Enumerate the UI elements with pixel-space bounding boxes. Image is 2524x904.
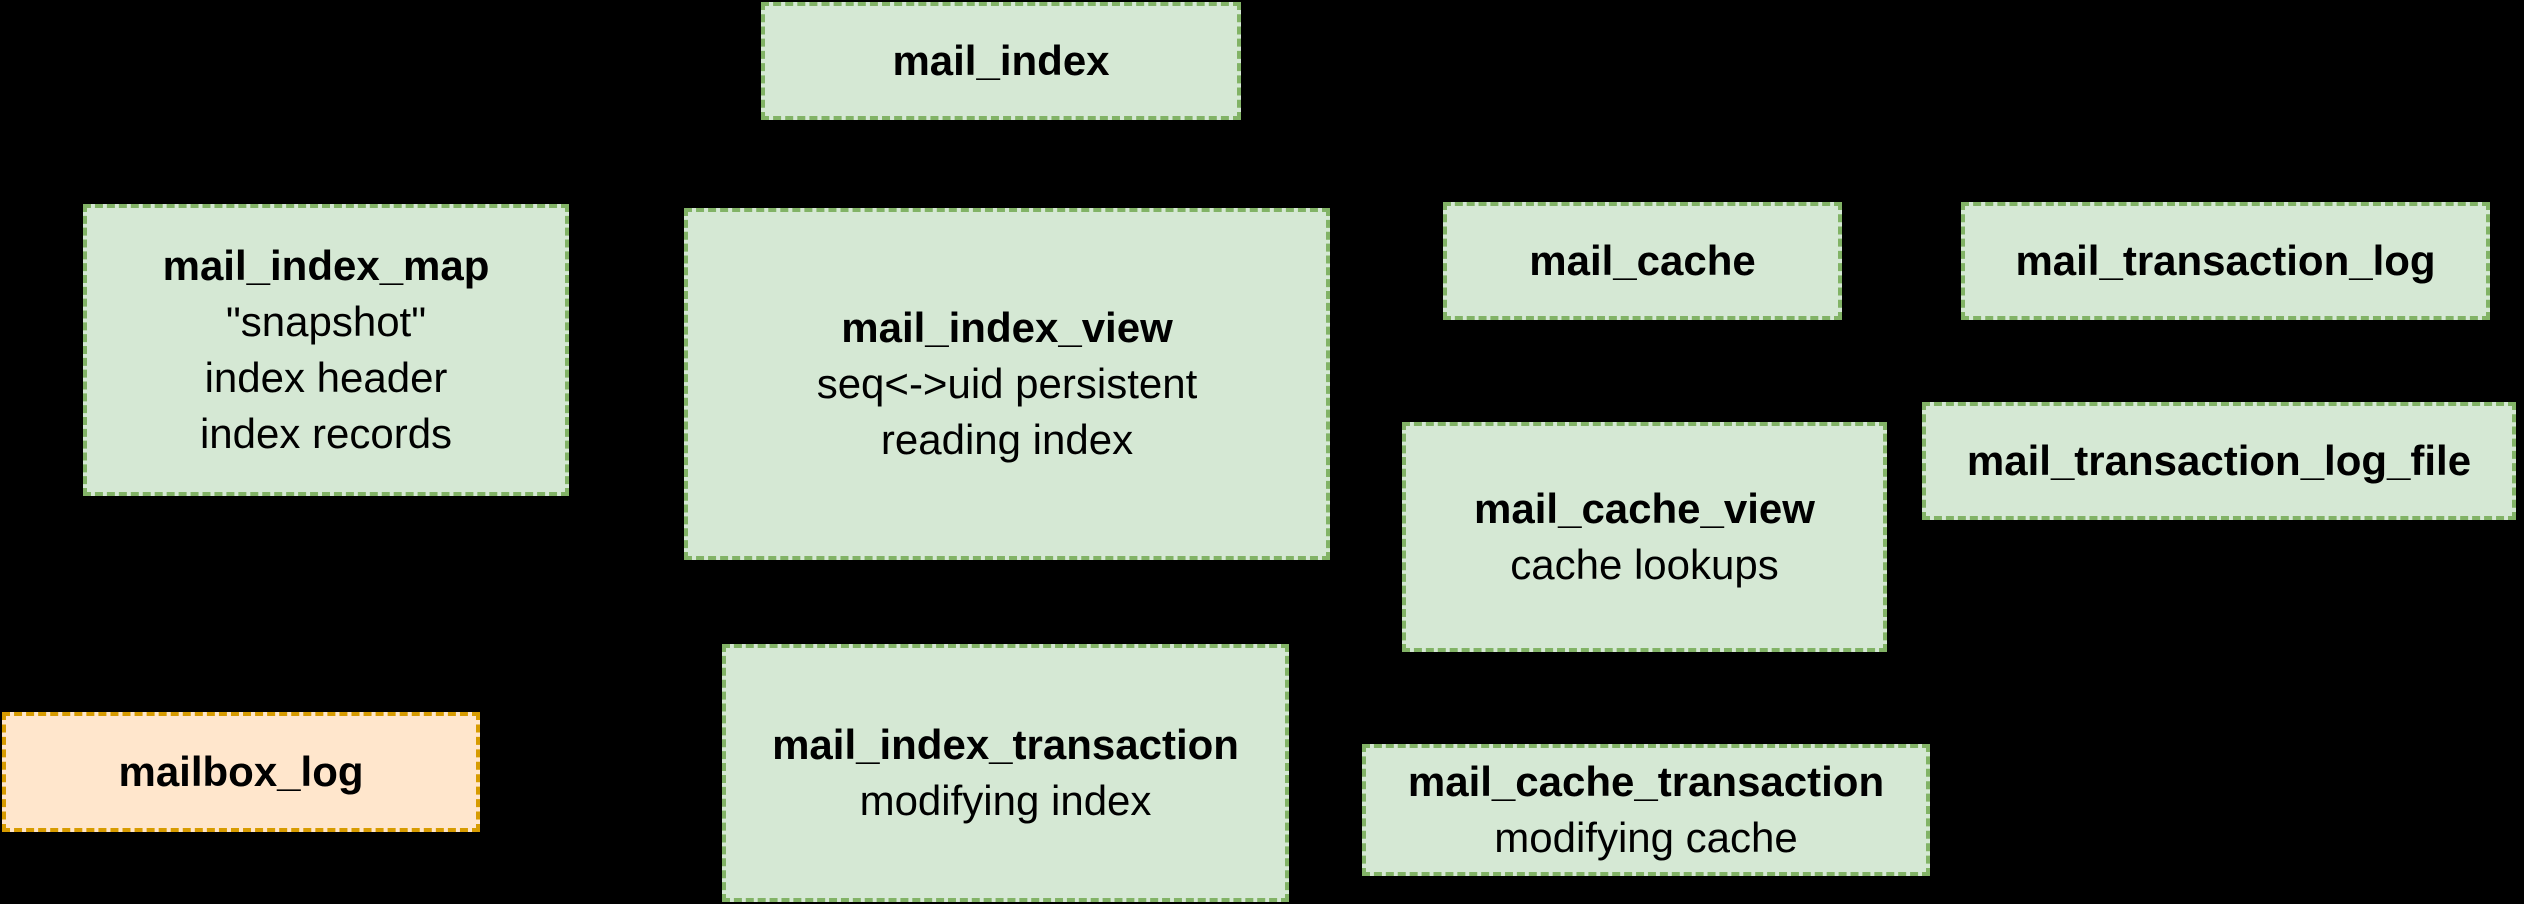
node-title-mail_cache_view: mail_cache_view — [1474, 485, 1815, 532]
node-line-mail_index_map-1: index header — [204, 354, 448, 401]
node-line-mail_index_view-1: reading index — [880, 416, 1134, 463]
node-title-mail_transaction_log_file: mail_transaction_log_file — [1966, 437, 2472, 484]
diagram-node-mail_transaction_log: mail_transaction_log — [1961, 202, 2490, 320]
diagram-node-mail_index_view: mail_index_view seq<->uid persistent readi… — [684, 208, 1330, 560]
node-line-mail_index_map-0: "snapshot" — [225, 298, 427, 345]
diagram-node-mail_transaction_log_file: mail_transaction_log_file — [1922, 402, 2516, 520]
diagram-node-mailbox_log: mailbox_log — [2, 712, 480, 832]
node-title-mail_index_map: mail_index_map — [162, 242, 490, 289]
diagram-node-mail_cache_transaction: mail_cache_transaction modifying cache — [1362, 744, 1930, 876]
node-line-mail_cache_view-0: cache lookups — [1510, 541, 1779, 588]
node-title-mail_cache_transaction: mail_cache_transaction — [1407, 758, 1885, 805]
node-title-mail_transaction_log: mail_transaction_log — [2015, 237, 2436, 284]
node-title-mail_index_transaction: mail_index_transaction — [772, 721, 1239, 768]
node-title-mail_index: mail_index — [892, 37, 1110, 84]
node-title-mail_cache: mail_cache — [1529, 237, 1756, 284]
node-title-mailbox_log: mailbox_log — [118, 748, 364, 795]
diagram-node-mail_index: mail_index — [761, 2, 1241, 120]
node-line-mail_index_view-0: seq<->uid persistent — [816, 360, 1198, 407]
diagram-node-mail_cache: mail_cache — [1443, 202, 1842, 320]
diagram-node-mail_index_map: mail_index_map "snapshot" index header inde… — [83, 204, 569, 496]
node-line-mail_cache_transaction-0: modifying cache — [1494, 814, 1798, 861]
node-line-mail_index_transaction-0: modifying index — [859, 777, 1152, 824]
node-line-mail_index_map-2: index records — [199, 410, 453, 457]
diagram-node-mail_index_transaction: mail_index_transaction modifying index — [722, 644, 1289, 902]
node-title-mail_index_view: mail_index_view — [841, 304, 1173, 351]
